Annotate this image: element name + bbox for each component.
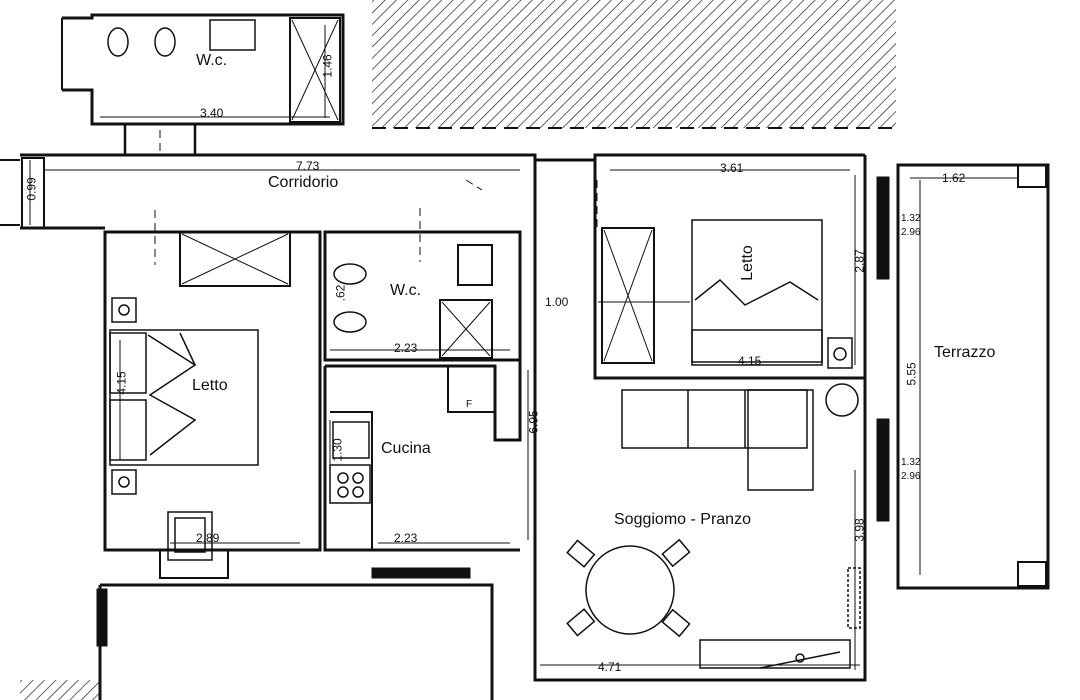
dim-kitchen-height: 6.95	[526, 410, 541, 434]
dim-kitchen-side: 1.30	[330, 438, 345, 462]
dim-terrace-width: 1.62	[942, 171, 966, 185]
dim-bedroom-left-width: 2.89	[196, 531, 220, 545]
dim-living-depth: 3.98	[852, 518, 867, 542]
dim-window-b-bottom: 2.96	[901, 471, 921, 482]
room-label-wc-top: W.c.	[196, 52, 228, 69]
dim-wc-top-width: 3.40	[200, 106, 224, 120]
dim-passage-width: 1.00	[545, 295, 569, 309]
dimension-lines	[29, 25, 1018, 670]
dim-window-b-top: 1.32	[901, 457, 921, 468]
room-label-terrace: Terrazzo	[934, 344, 996, 361]
dim-living-width: 4.71	[598, 660, 622, 674]
dim-kitchen-width: 2.23	[394, 531, 418, 545]
hatched-area	[372, 0, 896, 129]
room-label-corridor: Corridorio	[268, 174, 339, 191]
dim-window-a-bottom: 2.96	[901, 227, 921, 238]
dim-corridor-length: 7.73	[296, 159, 320, 173]
room-label-living: Soggiomo - Pranzo	[614, 511, 751, 528]
dim-bedroom-right-width: 3.61	[720, 161, 744, 175]
furniture	[107, 19, 861, 669]
room-label-bedroom-left: Letto	[192, 377, 228, 394]
dim-wc-mid-height: .62	[333, 284, 348, 302]
door-openings	[154, 130, 598, 265]
dim-bedroom-left-height: 4.15	[114, 371, 129, 395]
dim-window-a-top: 1.32	[901, 213, 921, 224]
dim-bedroom-right-bottom: 4.15	[738, 354, 762, 368]
fridge-label: F	[466, 399, 473, 410]
dim-terrace-length: 5.55	[904, 362, 919, 386]
room-label-wc-mid: W.c.	[390, 282, 422, 299]
dim-corridor-width: 0.99	[24, 177, 39, 201]
dim-wc-mid-width: 2.23	[394, 341, 418, 355]
dim-bedroom-right-depth: 2.87	[852, 249, 867, 273]
room-label-kitchen: Cucina	[381, 440, 431, 457]
dim-wc-top-height: 1.46	[320, 54, 335, 78]
room-label-bedroom-right: Letto	[738, 245, 756, 281]
